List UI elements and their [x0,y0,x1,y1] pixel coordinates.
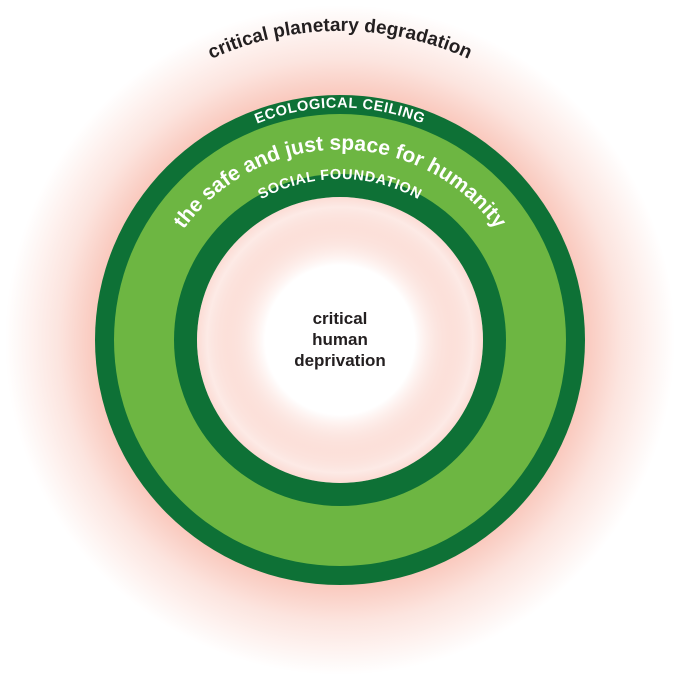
center-label-line-1: critical [313,309,368,328]
human-deprivation-core-glow [197,197,483,483]
center-label-line-3: deprivation [294,351,386,370]
center-label-line-2: human [312,330,368,349]
